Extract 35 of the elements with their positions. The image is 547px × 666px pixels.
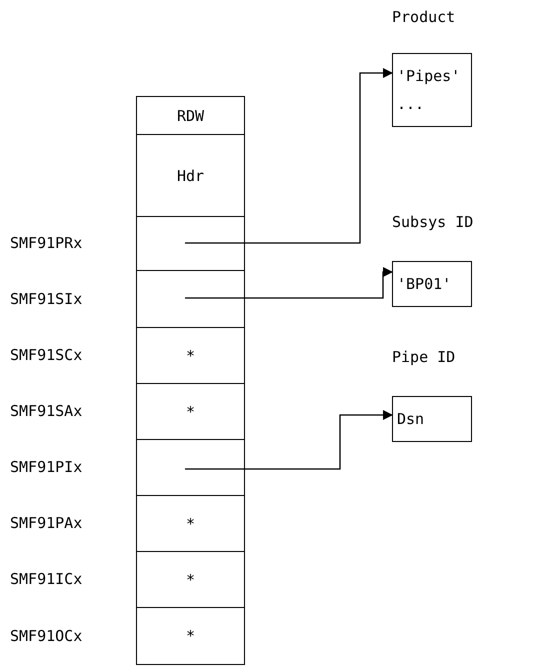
- field-name: SMF91PRx: [10, 234, 82, 252]
- field-label: RDW: [176, 106, 204, 124]
- field-label: *: [186, 402, 196, 420]
- field-label: *: [186, 570, 196, 588]
- value-text: Dsn: [397, 409, 426, 430]
- value-text: 'BP01': [397, 274, 452, 295]
- value-text: ...: [397, 94, 426, 115]
- box-heading: Subsys ID: [392, 213, 474, 231]
- field-label: Hdr: [176, 166, 204, 184]
- record-field: [136, 328, 245, 384]
- record-field: [136, 440, 245, 496]
- record-field: [136, 552, 245, 608]
- record-field: [136, 96, 245, 135]
- record-field: [136, 608, 245, 665]
- field-label: *: [186, 346, 196, 364]
- field-name: SMF91PAx: [10, 514, 82, 532]
- field-name: SMF91SAx: [10, 402, 82, 420]
- box-heading: Pipe ID: [392, 348, 456, 366]
- field-name: SMF91SIx: [10, 290, 82, 308]
- arrow: [185, 410, 393, 470]
- record-field: [136, 496, 245, 552]
- field-name: SMF91SCx: [10, 346, 82, 364]
- box-heading: Product: [392, 8, 456, 26]
- record-field: [136, 384, 245, 440]
- record-field: [136, 135, 245, 217]
- arrow: [185, 68, 393, 244]
- value-text: 'Pipes': [397, 66, 462, 87]
- field-label: *: [186, 514, 196, 532]
- record-field: [136, 217, 245, 271]
- field-name: SMF91ICx: [10, 570, 82, 588]
- field-name: SMF91PIx: [10, 458, 82, 476]
- record-field: [136, 271, 245, 328]
- field-name: SMF91OCx: [10, 626, 82, 644]
- arrow: [185, 267, 393, 299]
- field-label: *: [186, 627, 196, 645]
